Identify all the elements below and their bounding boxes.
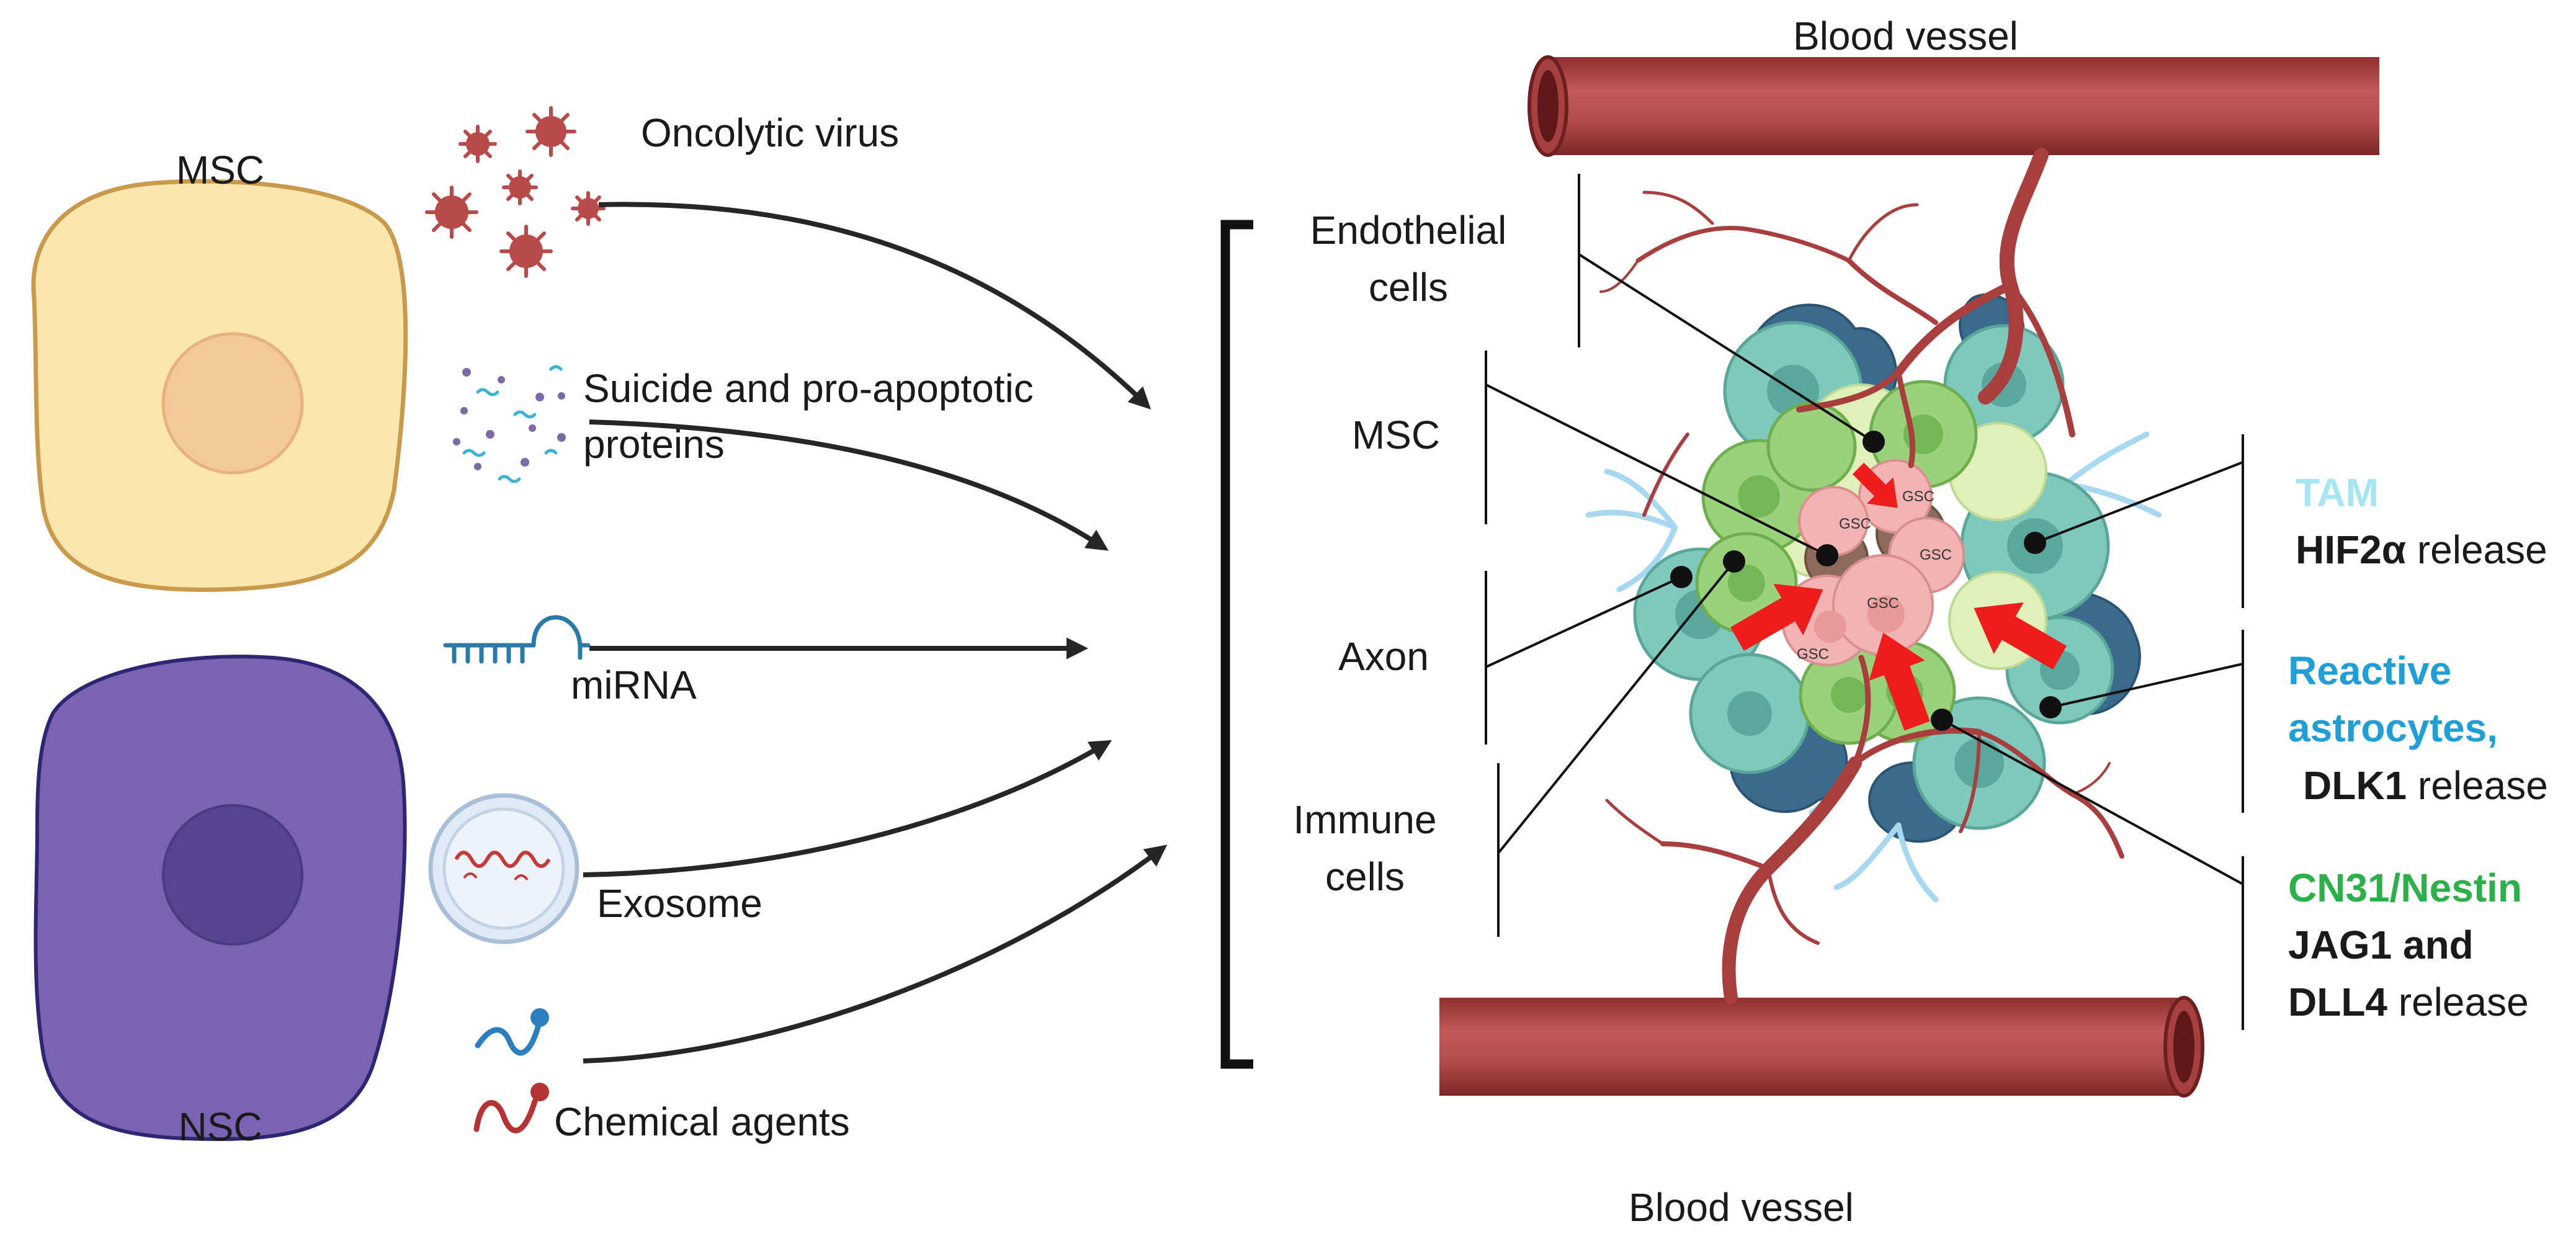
immune-cells-label-line2: cells xyxy=(1325,854,1405,899)
exosome-icon xyxy=(428,793,579,944)
blood-vessel-top-label: Blood vessel xyxy=(1793,14,2018,58)
red-arrow-top xyxy=(1852,462,1898,508)
endothelial-label-line1: Endothelial xyxy=(1310,208,1507,253)
gsc-label: GSC xyxy=(1797,646,1829,663)
gsc-label: GSC xyxy=(1839,516,1871,532)
tam-label: TAM xyxy=(2296,470,2379,515)
oncolytic-virus-label: Oncolytic virus xyxy=(641,110,900,155)
dlk1-release-text: release xyxy=(2407,763,2548,808)
delivery-arrows xyxy=(583,202,1168,1063)
hif2a-release-label: HIF2α release xyxy=(2296,521,2547,579)
protein-particles xyxy=(453,365,566,483)
nsc-nucleus xyxy=(162,804,303,946)
hif2a-release-text: release xyxy=(2406,527,2547,572)
dlk1-release-label: DLK1 release xyxy=(2303,757,2548,815)
mirna-icon xyxy=(443,615,591,664)
jag1-and-text: and xyxy=(2392,923,2474,967)
reactive-astrocytes-label-line2: astrocytes, xyxy=(2288,705,2498,750)
virus-icon xyxy=(525,106,576,157)
nsc-cell-label: NSC xyxy=(178,1104,262,1149)
msc-cell xyxy=(31,179,408,592)
gsc-targeting-arrows xyxy=(1730,462,2067,731)
red-arrow-left xyxy=(1730,583,1823,651)
suicide-proteins-label-line2: proteins xyxy=(583,422,725,467)
red-arrow-bottom xyxy=(1869,632,1930,731)
nsc-cell xyxy=(34,655,407,1141)
cn31-nestin-label: CN31/Nestin xyxy=(2288,866,2522,910)
red-arrow-right xyxy=(1974,602,2067,670)
callout-lines xyxy=(1485,174,2244,1030)
dll4-term: DLL4 xyxy=(2288,980,2387,1024)
arrow-exosome xyxy=(583,740,1112,877)
virus-icon xyxy=(571,191,606,226)
callout-dots xyxy=(1670,431,2062,731)
bracket xyxy=(1220,220,1253,1069)
axon-label: Axon xyxy=(1338,634,1429,679)
msc-cell-label: MSC xyxy=(176,148,265,192)
blood-vessel-bottom-label: Blood vessel xyxy=(1629,1185,1854,1230)
virus-icon xyxy=(502,169,538,205)
suicide-proteins-label-line1: Suicide and pro-apoptotic xyxy=(583,366,1034,411)
chemical-agents-icon xyxy=(473,1008,549,1134)
virus-cluster xyxy=(425,106,606,278)
gsc-label: GSC xyxy=(1920,547,1952,563)
virus-icon xyxy=(425,186,478,239)
hif2a-term: HIF2α xyxy=(2296,527,2407,572)
virus-icon xyxy=(458,125,497,163)
msc-tme-label: MSC xyxy=(1351,413,1441,457)
immune-cells-label-line1: Immune xyxy=(1293,797,1437,842)
endothelial-label-line2: cells xyxy=(1368,265,1449,310)
chemical-agents-label: Chemical agents xyxy=(554,1099,850,1144)
arrow-suicide xyxy=(589,419,1109,551)
arrow-oncolytic xyxy=(598,202,1152,409)
arrow-chemical xyxy=(583,844,1168,1063)
reactive-astrocytes-label-line1: Reactive xyxy=(2288,648,2452,693)
gsc-label: GSC xyxy=(1902,488,1934,505)
msc-nucleus xyxy=(161,332,304,475)
mirna-label: miRNA xyxy=(571,663,697,707)
dll4-release-label: DLL4 release xyxy=(2288,973,2529,1031)
gsc-labels: GSC GSC GSC GSC GSC xyxy=(1797,488,1952,663)
exosome-label: Exosome xyxy=(597,881,763,926)
blood-vessel-bottom xyxy=(1439,996,2204,1098)
dll4-release-text: release xyxy=(2387,980,2529,1024)
jag1-term: JAG1 xyxy=(2288,923,2392,967)
jag1-label: JAG1 and xyxy=(2288,916,2474,974)
gsc-label: GSC xyxy=(1867,595,1899,612)
dlk1-term: DLK1 xyxy=(2303,763,2407,808)
virus-icon xyxy=(499,225,553,278)
blood-vessel-top xyxy=(1527,55,2379,157)
